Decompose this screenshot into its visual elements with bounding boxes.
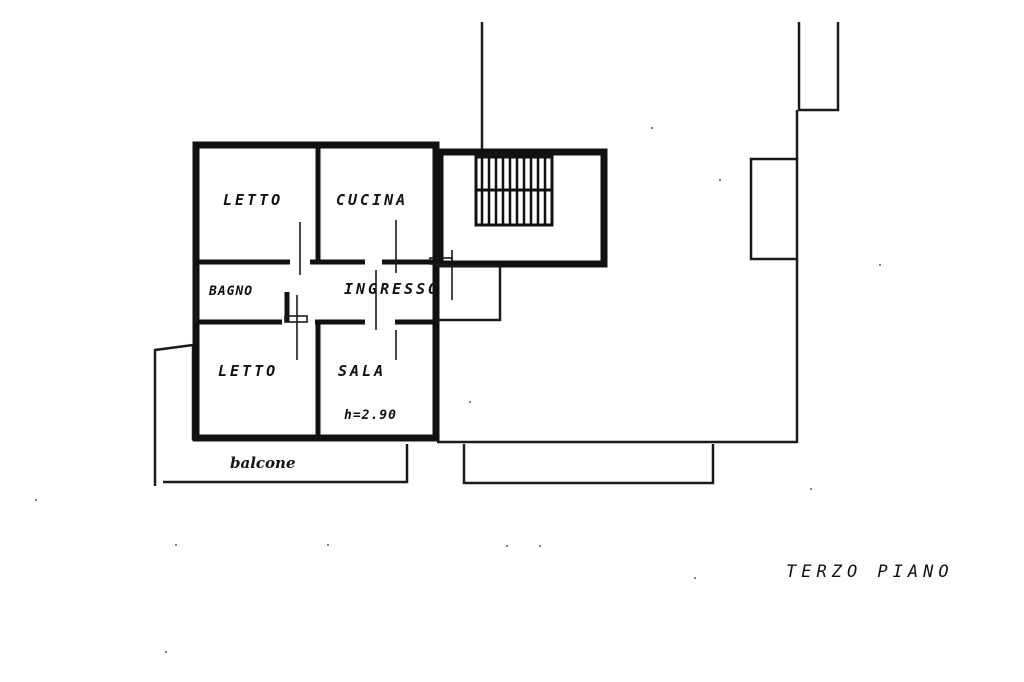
door-marks: [284, 220, 453, 360]
floor-title: TERZO PIANO: [786, 562, 954, 582]
room-label-sala: SALA: [338, 362, 386, 380]
staircase: [474, 155, 554, 227]
room-label-ingresso: INGRESSO: [344, 280, 440, 298]
height-note: h=2.90: [344, 408, 397, 423]
building-outline: [153, 22, 840, 486]
room-label-letto-bottom: LETTO: [218, 362, 278, 380]
balcony-label: balcone: [230, 454, 296, 472]
ingresso-extension: [194, 264, 502, 322]
room-label-letto-top: LETTO: [223, 191, 283, 209]
room-label-cucina: CUCINA: [336, 191, 408, 209]
scan-specks: [35, 127, 881, 653]
room-label-bagno: BAGNO: [208, 284, 253, 299]
